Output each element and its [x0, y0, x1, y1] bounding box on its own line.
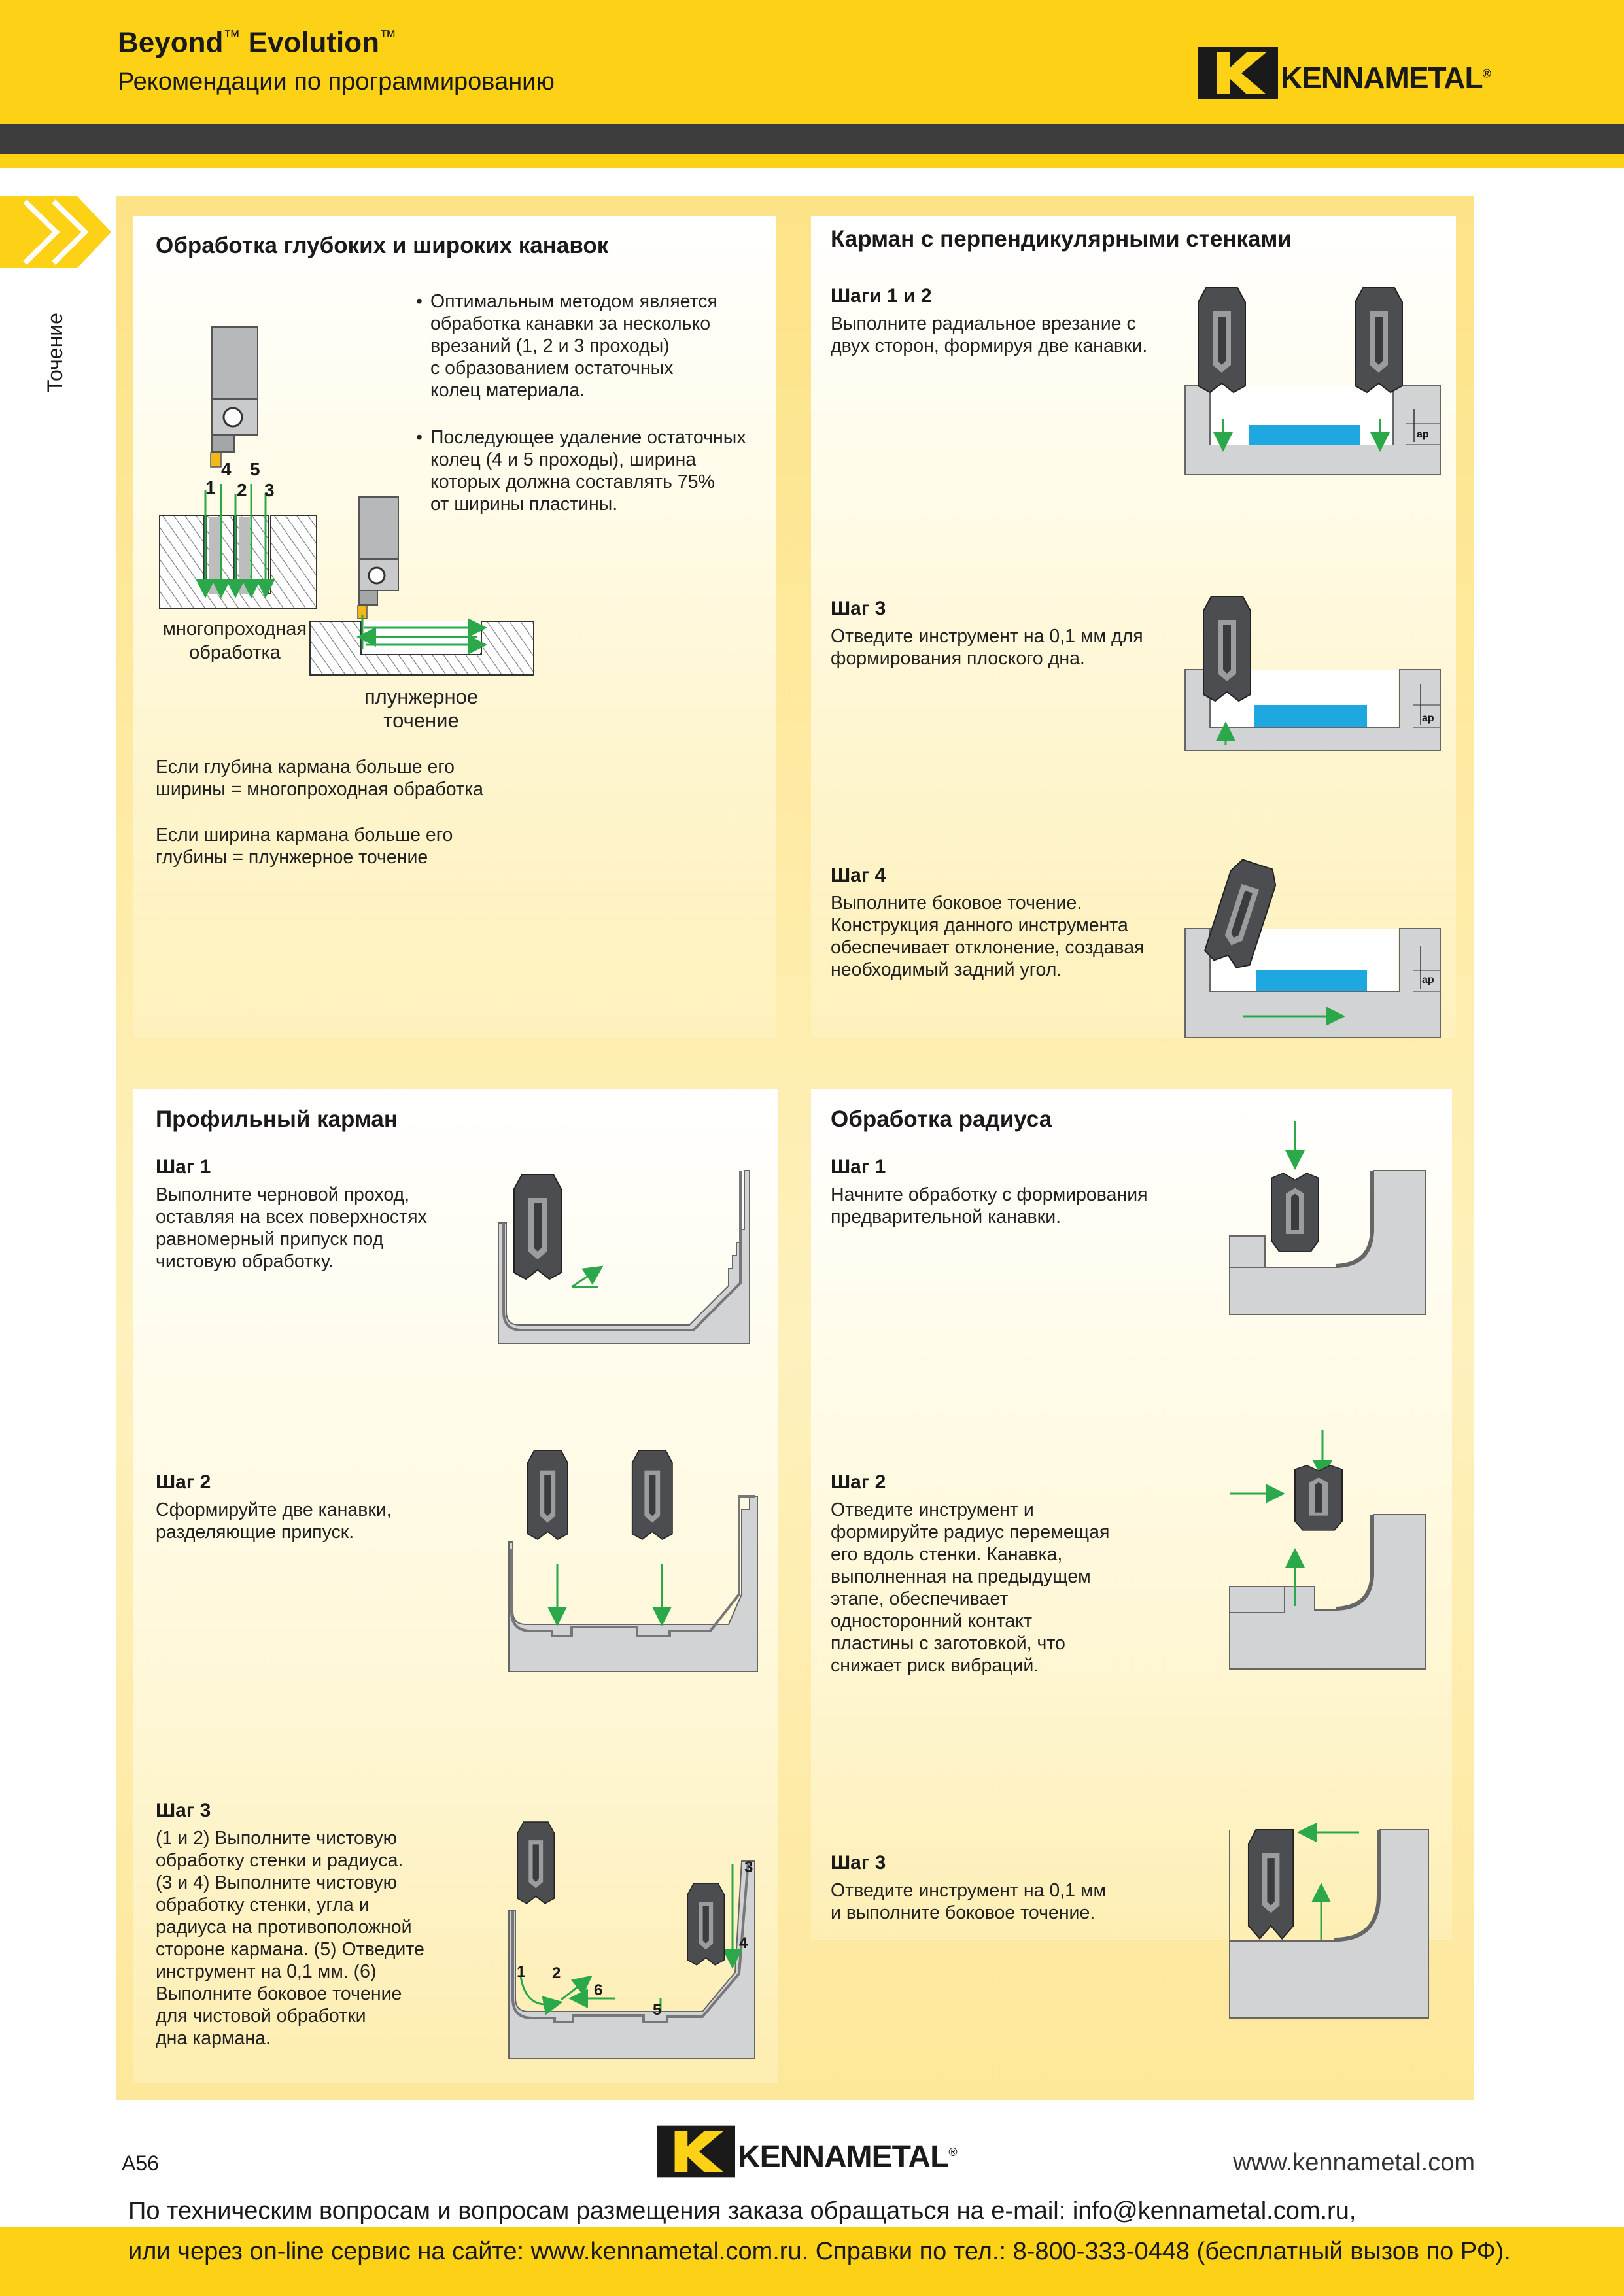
perp-step4-figure [1184, 859, 1441, 1038]
kennametal-k-icon [657, 2125, 735, 2178]
step-text: (1 и 2) Выполните чистовую обработку сте… [156, 1828, 424, 2049]
figure-caption: плунжерное точение [364, 685, 479, 732]
path-number: 1 [517, 1963, 526, 1981]
step-title: Шаг 4 [831, 865, 886, 886]
pass-number: 3 [264, 480, 275, 500]
step-title: Шаг 2 [156, 1471, 211, 1493]
path-number: 2 [552, 1964, 561, 1982]
header-yellow-stripe [0, 154, 1624, 168]
grooving-insert-icon [1203, 859, 1277, 968]
grooving-insert-icon [1203, 596, 1251, 702]
step-text: Выполните черновой проход, оставляя на в… [156, 1184, 427, 1272]
grooving-insert-icon [1247, 1829, 1294, 1940]
bullet-text: Последующее удаление остаточных колец (4… [416, 426, 769, 515]
profile-step1-figure [498, 1170, 750, 1344]
perp-step1-figure [1184, 287, 1441, 475]
step-title: Шаг 3 [831, 1852, 886, 1874]
step-text: Начните обработку с формирования предвар… [831, 1184, 1148, 1227]
step-title: Шаг 1 [156, 1156, 211, 1178]
grooving-insert-icon [687, 1883, 725, 1966]
header-logo: KENNAMETAL® [1198, 47, 1491, 99]
section-label: Точение [43, 313, 67, 392]
step-title: Шаг 3 [831, 598, 886, 619]
multipass-grooving-figure [159, 326, 317, 609]
kennametal-k-icon [1198, 47, 1278, 99]
step-text: Отведите инструмент и формируйте радиус … [831, 1499, 1110, 1676]
header-band: Beyond™ Evolution™ Рекомендации по прогр… [0, 0, 1624, 124]
grooving-insert-icon [517, 1821, 555, 1904]
step-title: Шаг 2 [831, 1471, 886, 1493]
grooving-insert-icon [1271, 1173, 1319, 1252]
ap-label: ap [1422, 974, 1434, 985]
step-title: Шаги 1 и 2 [831, 285, 932, 307]
rule-text: Если глубина кармана больше его ширины =… [156, 757, 484, 800]
path-number: 5 [653, 2001, 662, 2019]
section-chevron-icon [0, 196, 111, 268]
panel-title: Карман с перпендикулярными стенками [831, 226, 1292, 252]
doc-subtitle: Рекомендации по программированию [118, 68, 555, 95]
panel-title: Обработка глубоких и широких канавок [156, 233, 609, 258]
step-title: Шаг 3 [156, 1800, 211, 1821]
path-number: 4 [739, 1934, 748, 1952]
path-number: 3 [744, 1859, 753, 1876]
doc-title: Beyond™ Evolution™ [118, 26, 397, 59]
website-link[interactable]: www.kennametal.com [1233, 2149, 1475, 2176]
ap-label: ap [1417, 429, 1429, 440]
pass-number: 2 [237, 480, 247, 500]
contact-line: или через on-line сервис на сайте: www.k… [128, 2238, 1511, 2265]
step-text: Выполните радиальное врезание с двух сто… [831, 313, 1148, 356]
contact-line: По техническим вопросам и вопросам разме… [128, 2197, 1356, 2225]
grooving-insert-icon [1294, 1465, 1343, 1531]
pass-number: 5 [250, 459, 260, 479]
profile-step2-figure [508, 1450, 758, 1672]
rule-text: Если ширина кармана больше его глубины =… [156, 825, 453, 868]
ap-label: ap [1422, 713, 1434, 724]
pass-number: 4 [221, 459, 232, 479]
grooving-insert-icon [1198, 287, 1246, 394]
panel-title: Профильный карман [156, 1106, 398, 1132]
grooving-insert-icon [513, 1174, 562, 1280]
page-number: A56 [122, 2151, 159, 2175]
grooving-insert-icon [1355, 287, 1403, 394]
pass-number: 1 [205, 477, 216, 498]
panel-profile-pocket: Профильный карман Шаг 1 Выполните чернов… [133, 1089, 778, 2083]
grooving-insert-icon [631, 1450, 673, 1541]
panel-radius-machining: Обработка радиуса Шаг 1 Начните обработк… [811, 1089, 1452, 1940]
profile-step3-figure [508, 1821, 755, 2059]
panel-deep-grooves: Обработка глубоких и широких канавок Опт… [133, 216, 776, 1038]
grooving-insert-icon [527, 1450, 568, 1541]
path-number: 6 [594, 1981, 603, 1999]
panel-perpendicular-walls: Карман с перпендикулярными стенками Шаги… [811, 216, 1456, 1038]
panel-title: Обработка радиуса [831, 1106, 1052, 1132]
step-text: Отведите инструмент на 0,1 мм и выполнит… [831, 1880, 1107, 1923]
radius-step2-figure [1229, 1430, 1426, 1670]
bullet-text: Оптимальным методом является обработка к… [416, 290, 756, 402]
plunge-turning-figure [309, 496, 534, 676]
content-area: Обработка глубоких и широких канавок Опт… [116, 196, 1474, 2100]
step-text: Выполните боковое точение. Конструкция д… [831, 893, 1145, 980]
perp-step3-figure [1184, 596, 1441, 751]
footer-logo: KENNAMETAL® [657, 2125, 958, 2178]
figure-caption: многопроходная обработка [162, 619, 307, 663]
radius-step3-figure [1229, 1823, 1429, 2019]
step-text: Отведите инструмент на 0,1 мм для формир… [831, 626, 1143, 669]
footer-band [0, 2227, 1624, 2296]
step-title: Шаг 1 [831, 1156, 886, 1178]
radius-step1-figure [1229, 1121, 1426, 1315]
step-text: Сформируйте две канавки, разделяющие при… [156, 1499, 392, 1543]
header-dark-band [0, 124, 1624, 154]
